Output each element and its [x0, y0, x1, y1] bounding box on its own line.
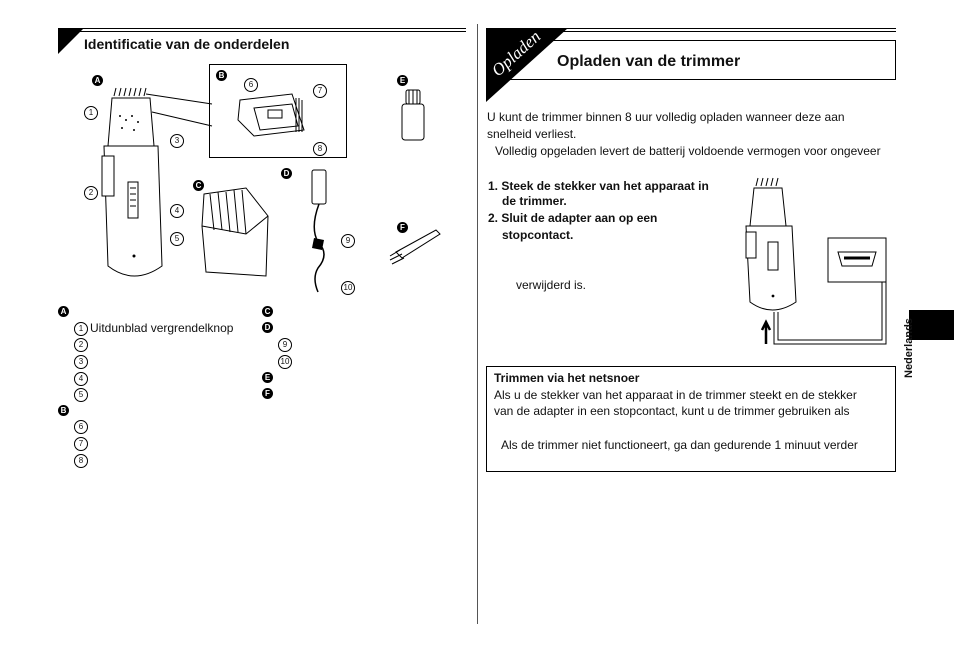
callout-6: 6 [244, 78, 258, 92]
callout-9: 9 [341, 234, 355, 248]
callout-2: 2 [84, 186, 98, 200]
legend-num-4: 4 [74, 372, 88, 386]
legend-badge-d: D [262, 322, 273, 333]
blade-illustration [237, 93, 305, 137]
legend-badge-e: E [262, 372, 273, 383]
left-header-corner [58, 28, 84, 54]
section-title-charging: Opladen van de trimmer [557, 53, 741, 70]
badge-f: F [397, 222, 408, 233]
legend-num-8: 8 [74, 454, 88, 468]
column-divider [477, 24, 478, 624]
callout-3: 3 [170, 134, 184, 148]
step-1-line-b: de trimmer. [502, 194, 567, 208]
step-2-line-b: stopcontact. [502, 228, 574, 242]
netsnoer-box-title: Trimmen via het netsnoer [494, 371, 640, 385]
legend-item-1-label: Uitdunblad vergrendelknop [90, 321, 234, 335]
oil-bottle-illustration [401, 89, 425, 141]
callout-7: 7 [313, 84, 327, 98]
removed-note: verwijderd is. [516, 278, 587, 292]
legend-badge-c: C [262, 306, 273, 317]
callout-8: 8 [313, 142, 327, 156]
badge-a: A [92, 75, 103, 86]
legend-badge-b: B [58, 405, 69, 416]
left-header-rule [58, 28, 466, 32]
intro-line-2: snelheid verliest. [487, 127, 577, 141]
adapter-illustration [311, 169, 327, 293]
legend-num-9: 9 [278, 338, 292, 352]
badge-e: E [397, 75, 408, 86]
step-1-line-a: 1. Steek de stekker van het apparaat in [488, 179, 709, 193]
blade-detail-box [209, 64, 347, 158]
comb-attachment-illustration [201, 187, 269, 277]
callout-10: 10 [341, 281, 355, 295]
charging-illustration [745, 177, 887, 345]
badge-b: B [216, 70, 227, 81]
legend-num-7: 7 [74, 437, 88, 451]
badge-d: D [281, 168, 292, 179]
netsnoer-info-box [486, 366, 896, 472]
right-header-rule [486, 28, 896, 32]
step-2-line-a: 2. Sluit de adapter aan op een [488, 211, 658, 225]
callout-4: 4 [170, 204, 184, 218]
trimmer-illustration [101, 87, 213, 277]
legend-num-1: 1 [74, 322, 88, 336]
netsnoer-box-line-2: van de adapter in een stopcontact, kunt … [494, 404, 850, 418]
legend-num-10: 10 [278, 355, 292, 369]
netsnoer-box-line-1: Als u de stekker van het apparaat in de … [494, 388, 857, 402]
legend-num-3: 3 [74, 355, 88, 369]
language-tab-label: Nederlands [903, 318, 915, 378]
opladen-tab-triangle [486, 28, 568, 102]
section-title-parts: Identificatie van de onderdelen [84, 36, 290, 52]
netsnoer-box-line-3: Als de trimmer niet functioneert, ga dan… [501, 438, 858, 452]
legend-num-2: 2 [74, 338, 88, 352]
legend-num-5: 5 [74, 388, 88, 402]
legend-badge-a: A [58, 306, 69, 317]
legend-badge-f: F [262, 388, 273, 399]
callout-1: 1 [84, 106, 98, 120]
legend-num-6: 6 [74, 420, 88, 434]
badge-c: C [193, 180, 204, 191]
intro-line-3: Volledig opgeladen levert de batterij vo… [495, 144, 881, 158]
language-tab-marker [909, 310, 954, 340]
intro-line-1: U kunt de trimmer binnen 8 uur volledig … [487, 110, 845, 124]
callout-5: 5 [170, 232, 184, 246]
cleaning-brush-illustration [389, 229, 441, 265]
